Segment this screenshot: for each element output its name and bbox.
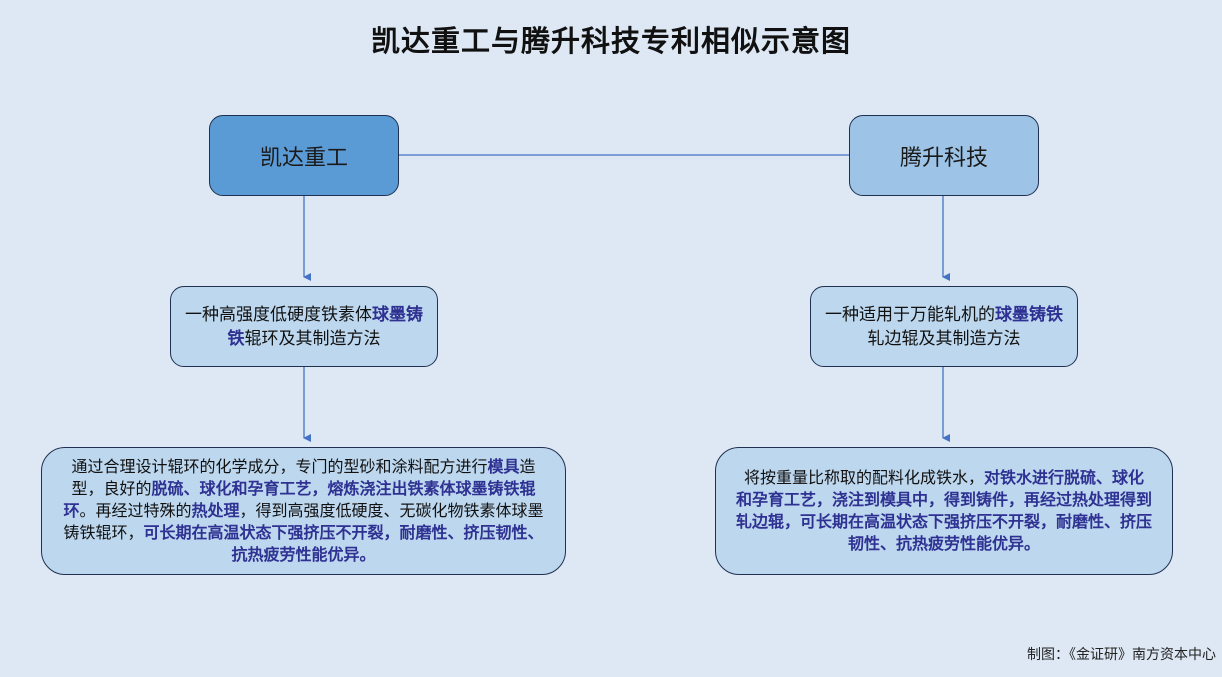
highlighted-text-segment: 脱硫、球化和孕育工艺，熔炼浇注出铁素体球墨铸铁辊环	[63, 479, 536, 520]
patent-title-kaida: 一种高强度低硬度铁素体球墨铸铁辊环及其制造方法	[185, 303, 423, 351]
highlighted-text-segment: 热处理	[191, 501, 240, 520]
text-segment: 造型，良好的	[71, 457, 536, 498]
text-segment: 轧边辊及其制造方法	[867, 328, 1021, 349]
patent-box-tengsheng: 一种适用于万能轧机的球墨铸铁轧边辊及其制造方法	[810, 286, 1078, 367]
diagram-title: 凯达重工与腾升科技专利相似示意图	[370, 24, 851, 58]
company-name-kaida: 凯达重工	[259, 145, 348, 171]
text-segment: 辊环及其制造方法	[244, 328, 381, 349]
text-segment: ，得到高强度低硬度、无碳化物铁素体球墨铸铁辊环，	[63, 501, 544, 542]
text-segment: 将按重量比称取的配料化成铁水，	[743, 468, 984, 487]
text-segment: 。再经过特殊的	[79, 501, 192, 520]
source-credit: 制图：《金证研》南方资本中心	[1027, 647, 1216, 663]
highlighted-text-segment: 模具	[487, 457, 520, 476]
highlighted-text-segment: 对铁水进行脱硫、球化和孕育工艺，浇注到模具中，得到铸件，再经过热处理得到轧边辊，…	[736, 468, 1153, 553]
text-segment: 一种高强度低硬度铁素体	[185, 304, 372, 325]
description-box-tengsheng: 将按重量比称取的配料化成铁水，对铁水进行脱硫、球化和孕育工艺，浇注到模具中，得到…	[715, 447, 1173, 575]
text-segment: 通过合理设计辊环的化学成分，专门的型砂和涂料配方进行	[71, 457, 488, 476]
patent-title-tengsheng: 一种适用于万能轧机的球墨铸铁轧边辊及其制造方法	[825, 303, 1063, 351]
highlighted-text-segment: 可长期在高温状态下强挤压不开裂，耐磨性、挤压韧性、抗热疲劳性能优异。	[143, 523, 544, 564]
company-box-kaida: 凯达重工	[209, 115, 399, 196]
description-box-kaida: 通过合理设计辊环的化学成分，专门的型砂和涂料配方进行模具造型，良好的脱硫、球化和…	[41, 447, 566, 575]
company-box-tengsheng: 腾升科技	[849, 115, 1039, 196]
description-text-kaida: 通过合理设计辊环的化学成分，专门的型砂和涂料配方进行模具造型，良好的脱硫、球化和…	[56, 456, 551, 566]
text-segment: 一种适用于万能轧机的	[825, 304, 995, 325]
patent-box-kaida: 一种高强度低硬度铁素体球墨铸铁辊环及其制造方法	[170, 286, 438, 367]
highlighted-text-segment: 球墨铸铁	[995, 304, 1063, 325]
highlighted-text-segment: 球墨铸铁	[227, 304, 424, 349]
company-name-tengsheng: 腾升科技	[899, 145, 988, 171]
description-text-tengsheng: 将按重量比称取的配料化成铁水，对铁水进行脱硫、球化和孕育工艺，浇注到模具中，得到…	[736, 467, 1152, 555]
